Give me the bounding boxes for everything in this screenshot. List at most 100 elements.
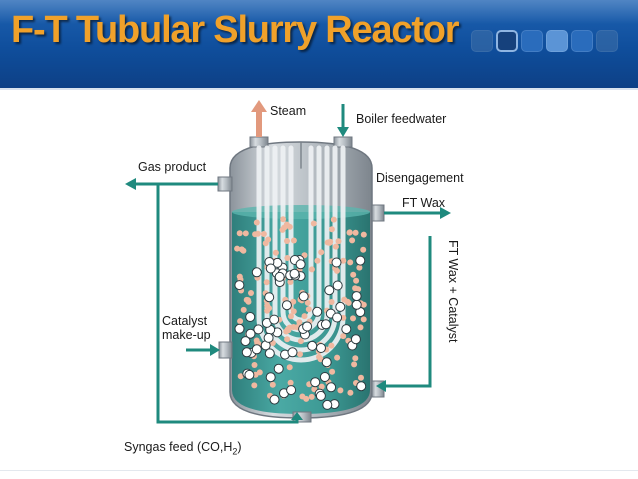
- decor-tile: [571, 30, 593, 52]
- catalyst-particle: [286, 385, 297, 396]
- gas-bubble: [328, 342, 335, 349]
- gas-bubble: [347, 389, 354, 396]
- catalyst-particle: [269, 314, 280, 325]
- catalyst-particle: [319, 372, 330, 382]
- banner-sheen: [0, 0, 638, 24]
- gas-bubble: [236, 230, 243, 237]
- gas-bubble: [297, 351, 303, 358]
- catalyst-particle: [332, 312, 343, 323]
- catalyst-particle: [251, 267, 262, 278]
- catalyst-particle: [264, 292, 275, 303]
- gas-bubble: [240, 306, 247, 313]
- catalyst-particle: [287, 347, 298, 358]
- catalyst-label-line2: make-up: [162, 328, 211, 342]
- gas-bubble: [263, 279, 270, 286]
- footer-divider: [0, 470, 638, 471]
- gas-bubble: [284, 255, 291, 261]
- ft-wax-label: FT Wax: [402, 196, 446, 210]
- slurry-surface: [232, 205, 370, 219]
- title-banner: F-T Tubular Slurry Reactor: [0, 0, 638, 88]
- gas-bubble: [347, 259, 354, 266]
- catalyst-particle: [355, 255, 366, 266]
- gas-bubble: [251, 362, 258, 368]
- syngas-arrow-head: [291, 412, 303, 420]
- catalyst-particle: [320, 319, 331, 330]
- gas-bubble: [238, 246, 245, 253]
- gas-bubble: [324, 239, 331, 246]
- gas-bubble: [284, 336, 291, 343]
- catalyst-label-line1: Catalyst: [162, 314, 208, 328]
- gas-bubble: [272, 249, 279, 256]
- catalyst-particle: [273, 363, 284, 374]
- catalyst-particle: [322, 399, 333, 410]
- catalyst-particle: [326, 382, 337, 393]
- gas-bubble: [340, 257, 347, 264]
- decor-tile: [471, 30, 493, 52]
- catalyst-particle: [310, 377, 321, 388]
- gas-bubble: [352, 355, 359, 362]
- gas-bubble: [340, 333, 347, 340]
- gas-bubble: [353, 277, 360, 284]
- gas-bubble: [328, 299, 335, 305]
- catalyst-particle: [281, 300, 292, 311]
- gas-bubble: [352, 285, 359, 292]
- catalyst-particle: [265, 372, 276, 383]
- gas-bubble: [237, 318, 244, 325]
- catalyst-particle: [324, 285, 335, 296]
- gas-bubble: [350, 271, 357, 278]
- gas-bubble: [290, 308, 297, 315]
- gas-bubble: [328, 226, 335, 233]
- catalyst-particle: [251, 344, 262, 355]
- bubble-field: [234, 216, 367, 410]
- catalyst-particle: [315, 390, 326, 401]
- catalyst-particle: [350, 334, 361, 345]
- steam-label: Steam: [270, 104, 307, 118]
- gas-bubble: [299, 393, 306, 400]
- syngas-feed-close: ): [237, 440, 242, 454]
- gas-product-arrow-head: [125, 178, 136, 190]
- gas-bubble: [290, 237, 297, 244]
- gas-bubble: [269, 381, 276, 388]
- catalyst-particle: [312, 306, 323, 317]
- catalyst-particle: [245, 328, 256, 339]
- gas-bubble: [344, 298, 351, 305]
- ft-wax-nozzle: [371, 204, 385, 222]
- gas-bubble: [237, 373, 244, 380]
- catalyst-particle: [302, 321, 313, 332]
- gas-bubble: [242, 230, 249, 237]
- gas-bubble: [288, 313, 294, 320]
- catalyst-particle: [341, 324, 352, 335]
- gas-bubble: [266, 305, 273, 312]
- gas-bubble: [314, 257, 321, 264]
- gas-bubble: [334, 354, 341, 361]
- decor-tile: [546, 30, 568, 52]
- gas-bubble: [284, 238, 290, 244]
- gas-bubble: [360, 301, 367, 308]
- catalyst-particle: [356, 381, 367, 392]
- catalyst-particle: [331, 257, 342, 268]
- catalyst-particle: [298, 291, 309, 302]
- gas-bubble: [318, 249, 325, 256]
- gas-bubble: [350, 315, 356, 322]
- catalyst-particle: [316, 343, 326, 353]
- gas-product-label: Gas product: [138, 160, 207, 174]
- gas-bubble: [330, 216, 337, 223]
- catalyst-particle: [289, 268, 300, 279]
- catalyst-particle: [253, 324, 264, 335]
- flow-lines: [125, 100, 451, 424]
- catalyst-particle: [265, 263, 276, 274]
- gas-bubble: [316, 354, 322, 360]
- catalyst-particle: [263, 332, 274, 343]
- gas-bubble: [287, 279, 294, 285]
- gas-bubble: [286, 364, 293, 371]
- catalyst-particle: [332, 280, 343, 291]
- catalyst-particle: [274, 271, 285, 282]
- gas-bubble: [253, 219, 260, 226]
- catalyst-particle: [241, 347, 252, 358]
- wax-catalyst-arrow-head: [376, 380, 386, 392]
- catalyst-particle: [234, 323, 245, 334]
- gas-bubble: [304, 299, 311, 306]
- gas-bubble: [296, 319, 303, 326]
- gas-bubble: [360, 316, 367, 323]
- wax-catalyst-loop: [384, 236, 432, 388]
